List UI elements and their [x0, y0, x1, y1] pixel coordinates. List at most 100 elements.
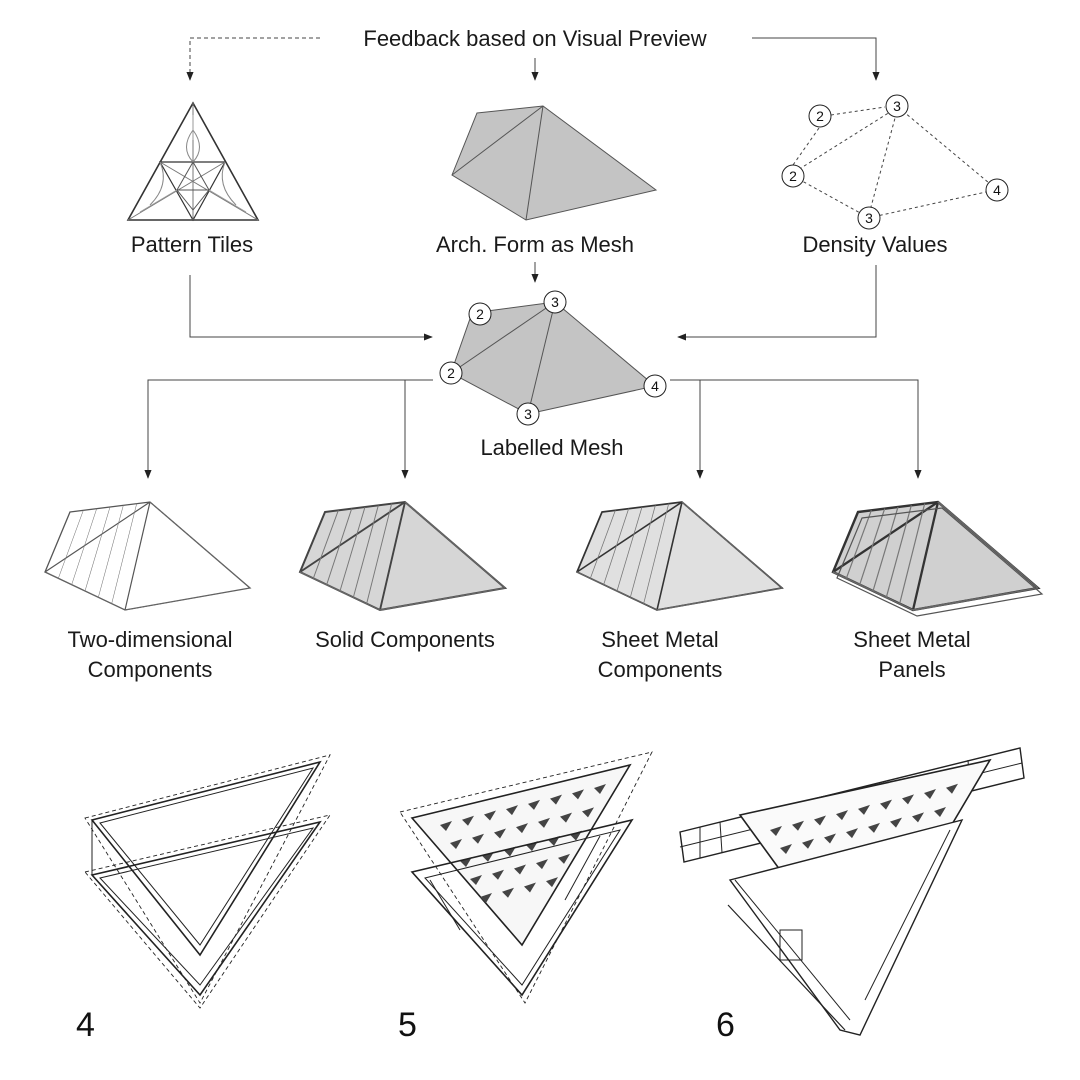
- perforation: [550, 794, 562, 805]
- mesh-nodes: 2 3 2 4 3: [439, 290, 667, 426]
- density-node-4: 3: [857, 206, 881, 230]
- mesh-node-0: 2: [468, 302, 492, 326]
- perforation: [482, 851, 494, 862]
- perforation: [506, 805, 518, 816]
- distribution-connectors: [144, 379, 922, 479]
- assembly-6: [679, 747, 1025, 1036]
- perforation: [514, 864, 526, 875]
- variant-two-dimensional: [44, 501, 252, 611]
- density-node-1: 3: [885, 94, 909, 118]
- label-line: Sheet Metal: [601, 627, 719, 652]
- svg-text:2: 2: [447, 365, 455, 381]
- perforation: [536, 859, 548, 870]
- perforation: [582, 807, 594, 818]
- mesh-node-3: 4: [643, 374, 667, 398]
- svg-text:3: 3: [524, 406, 532, 422]
- arrow-pattern-to-mesh: [189, 275, 433, 341]
- label-labelled-mesh: Labelled Mesh: [480, 435, 624, 460]
- pattern-tile-graphic: [126, 101, 260, 222]
- density-node-2: 2: [781, 164, 805, 188]
- label-sheet-metal-panels: Sheet Metal Panels: [812, 625, 1012, 685]
- density-nodes: 2 3 2 4 3: [781, 94, 1009, 230]
- label-sheet-metal-components: Sheet Metal Components: [555, 625, 765, 685]
- perforation: [824, 833, 836, 844]
- svg-text:4: 4: [651, 378, 659, 394]
- label-line: Panels: [878, 657, 946, 682]
- perforation: [912, 812, 924, 823]
- assembly-4: [84, 754, 332, 1009]
- step-number-4: 4: [76, 1006, 95, 1044]
- perforation: [558, 853, 570, 864]
- arrow-to-sheet-panels: [670, 379, 922, 479]
- perforation: [450, 839, 462, 849]
- feedback-connectors: [186, 37, 880, 81]
- svg-text:3: 3: [893, 98, 901, 114]
- perforation: [440, 821, 452, 831]
- perforation: [528, 799, 540, 810]
- perforation: [480, 893, 492, 903]
- perforation: [858, 804, 870, 815]
- svg-text:2: 2: [789, 168, 797, 184]
- perforation: [560, 812, 572, 823]
- perforation: [902, 794, 914, 805]
- perforation: [470, 875, 482, 885]
- perforation: [484, 810, 496, 821]
- density-node-3: 4: [985, 178, 1009, 202]
- perforation: [792, 820, 804, 831]
- feedback-arrow-density: [752, 37, 880, 81]
- label-pattern-tiles: Pattern Tiles: [130, 232, 254, 257]
- svg-text:3: 3: [551, 294, 559, 310]
- perforation: [524, 882, 536, 893]
- perforation: [880, 799, 892, 810]
- perforation: [494, 828, 506, 839]
- arrow-to-two-dim: [144, 379, 433, 479]
- perforation: [802, 838, 814, 849]
- perforation: [460, 857, 472, 867]
- perforation: [924, 789, 936, 800]
- perforation: [462, 815, 474, 826]
- perforation: [492, 869, 504, 880]
- perforation: [780, 844, 792, 854]
- perforation: [516, 823, 528, 834]
- density-graph: [792, 106, 996, 219]
- variant-sheet-metal-components: [575, 501, 784, 611]
- label-line: Sheet Metal: [853, 627, 971, 652]
- perforation: [770, 826, 782, 836]
- mesh-node-4: 3: [516, 402, 540, 426]
- svg-text:2: 2: [476, 306, 484, 322]
- perforation: [572, 789, 584, 800]
- svg-text:2: 2: [816, 108, 824, 124]
- svg-text:4: 4: [993, 182, 1001, 198]
- variant-sheet-metal-panels: [831, 500, 1044, 617]
- assembly-5: [399, 751, 653, 1004]
- label-line: Two-dimensional: [67, 627, 233, 652]
- arrow-density-to-mesh: [677, 265, 877, 341]
- label-line: Components: [87, 657, 213, 682]
- label-arch-form: Arch. Form as Mesh: [435, 232, 635, 257]
- mesh-node-2: 2: [439, 361, 463, 385]
- label-solid-components: Solid Components: [315, 627, 495, 652]
- perforation: [538, 817, 550, 828]
- step-number-6: 6: [716, 1006, 735, 1044]
- merge-connectors: [189, 262, 877, 341]
- feedback-arrow-pattern: [186, 37, 320, 81]
- perforation: [836, 810, 848, 821]
- perforation: [814, 815, 826, 826]
- density-node-0: 2: [808, 104, 832, 128]
- label-two-dimensional-components: Two-dimensional Components: [40, 625, 260, 685]
- feedback-label: Feedback based on Visual Preview: [363, 26, 707, 51]
- labelled-mesh-graphic: [450, 301, 657, 415]
- arch-form-mesh-graphic: [451, 105, 658, 221]
- perforation: [946, 783, 958, 794]
- perforation: [502, 887, 514, 898]
- perforation: [868, 822, 880, 833]
- perforation: [890, 817, 902, 828]
- variant-solid: [298, 500, 508, 612]
- perforation: [934, 807, 946, 818]
- svg-text:3: 3: [865, 210, 873, 226]
- label-density-values: Density Values: [802, 232, 948, 257]
- step-number-5: 5: [398, 1006, 417, 1044]
- perforation: [546, 877, 558, 888]
- mesh-node-1: 3: [543, 290, 567, 314]
